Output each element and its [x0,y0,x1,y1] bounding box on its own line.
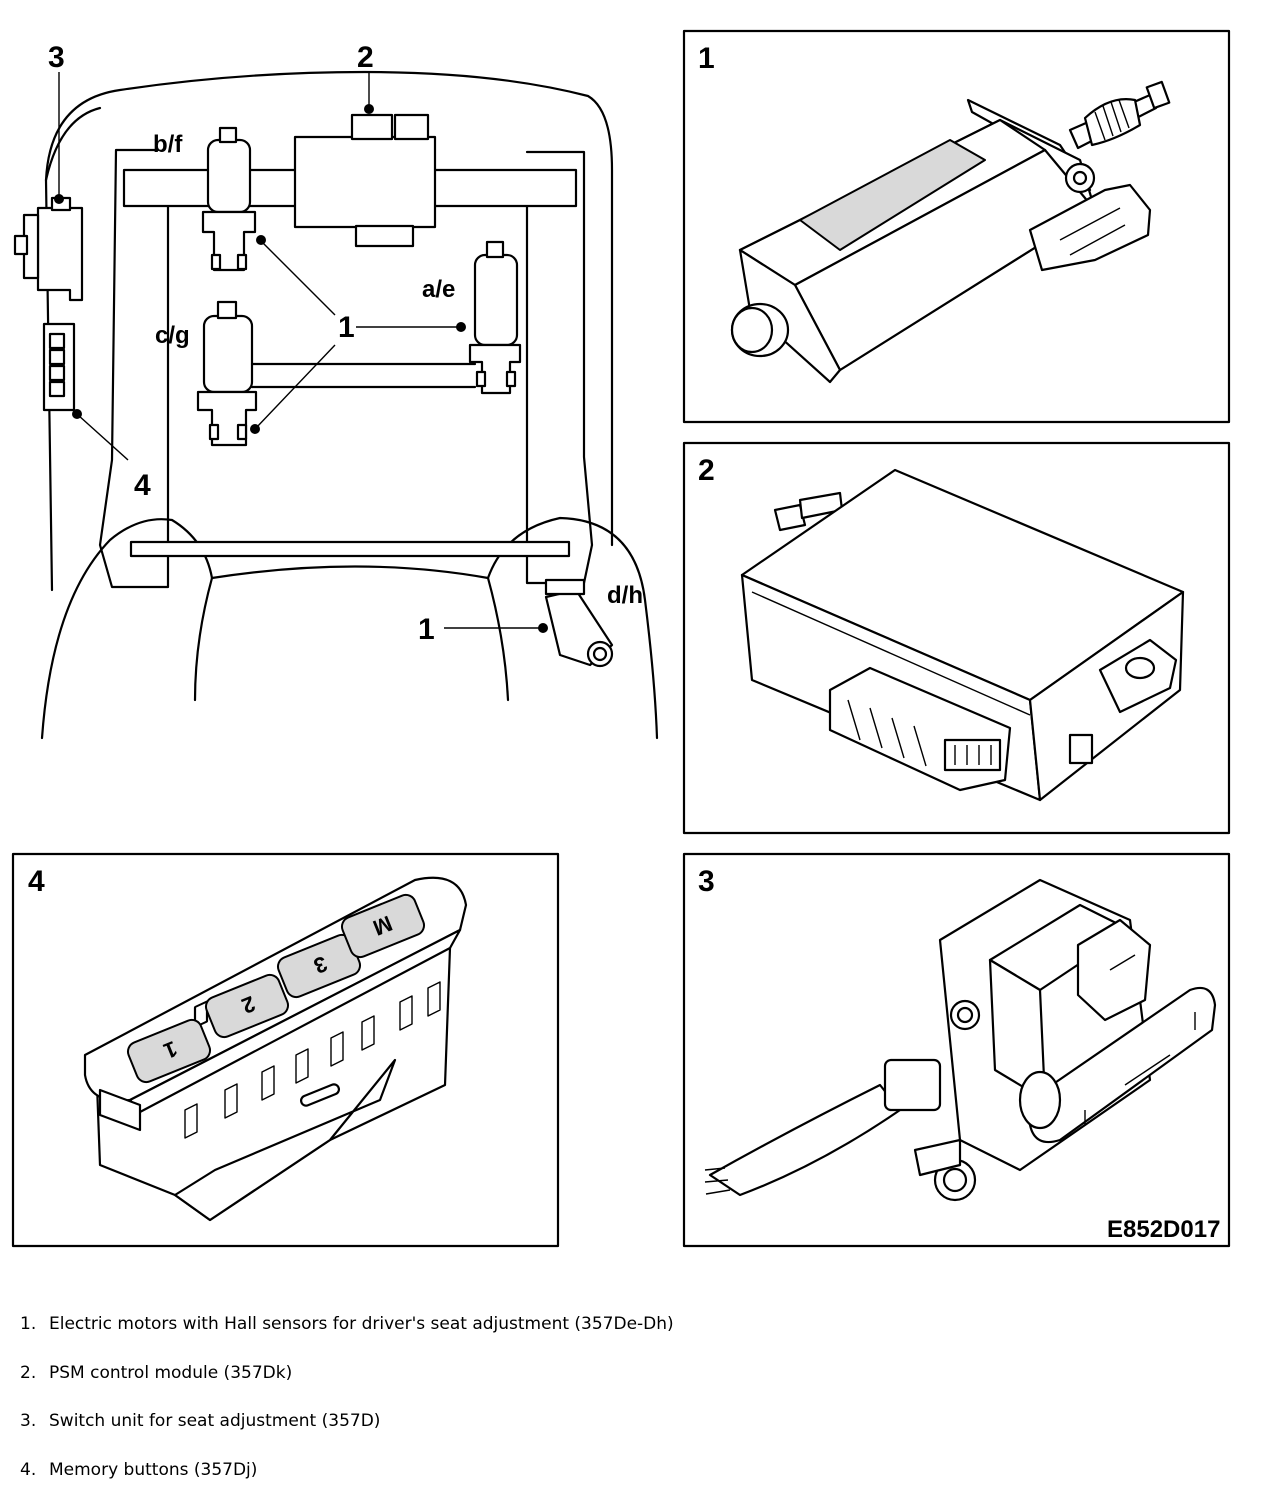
seat-frame-left [98,148,170,589]
callout-switch-unit: 3 [48,41,65,74]
panel-motor: 1 [682,29,1231,424]
panel-number: 3 [698,865,715,898]
panel-psm-module: 2 [682,441,1231,835]
component-legend: 1. Electric motors with Hall sensors for … [20,1312,1220,1507]
seat-frame-right [525,150,594,585]
legend-number: 2. [20,1362,37,1383]
legend-item: 2. PSM control module (357Dk) [20,1361,1220,1410]
psm-module-illustration [740,468,1185,802]
motor-code-bf: b/f [153,131,183,158]
leader-dot [256,235,266,245]
memory-key-1 [126,1018,212,1084]
motor-code-dh: d/h [607,582,643,609]
panel-number: 4 [28,865,45,898]
legend-text: PSM control module (357Dk) [49,1362,293,1383]
leader-dot [364,104,374,114]
memory-key-2 [204,973,290,1039]
motor-ae-overview [468,240,522,395]
callout-motor-dh: 1 [418,613,435,646]
legend-text: Electric motors with Hall sensors for dr… [49,1314,674,1334]
seat-cushion-outline [40,516,659,740]
leader-dot [54,194,64,204]
motor-code-ae: a/e [422,276,455,303]
panel-switch-unit: 3 E852D017 [682,852,1231,1248]
seat-back-outline-outer [44,106,102,182]
leader-lines [58,72,542,629]
panel-number: 1 [698,42,715,75]
memory-buttons-illustration: 1 2 3 M [83,876,468,1222]
legend-number: 1. [20,1314,37,1334]
callout-memory-buttons: 4 [134,469,151,502]
memory-key-m [340,893,426,959]
motor-cg-overview [196,300,258,447]
callout-motors: 1 [338,311,355,344]
legend-item: 4. Memory buttons (357Dj) [20,1458,1220,1507]
leader-dot [538,623,548,633]
legend-item: 1. Electric motors with Hall sensors for … [20,1312,1220,1361]
panel-memory-buttons: 4 1 2 3 M [11,852,560,1248]
figure-code: E852D017 [1107,1216,1220,1243]
seat-overview: 3 2 4 1 1 b/f a/e c/g d/h [13,41,659,740]
leader-dot [456,322,466,332]
panel-number: 2 [698,454,715,487]
switch-unit-overview [13,196,84,302]
seat-back-outline [44,70,614,592]
legend-number: 4. [20,1460,37,1481]
leader-dot [250,424,260,434]
motor-illustration [730,80,1171,384]
leader-dot [72,409,82,419]
motor-dh-overview [544,578,614,668]
motor-code-cg: c/g [155,322,190,349]
memory-buttons-overview [42,322,76,412]
legend-text: Switch unit for seat adjustment (357D) [49,1411,381,1432]
legend-text: Memory buttons (357Dj) [49,1460,258,1481]
switch-unit-illustration [704,878,1217,1202]
legend-item: 3. Switch unit for seat adjustment (357D) [20,1409,1220,1458]
seat-cushion-inner [193,576,510,702]
psm-module-overview [293,113,437,248]
callout-module: 2 [357,41,374,74]
legend-number: 3. [20,1411,37,1432]
frame-lower-crossbar [129,540,571,558]
motor-bf-overview [201,126,257,272]
seat-adjustment-diagram: 3 2 4 1 1 b/f a/e c/g d/h 1 [11,29,1231,1248]
